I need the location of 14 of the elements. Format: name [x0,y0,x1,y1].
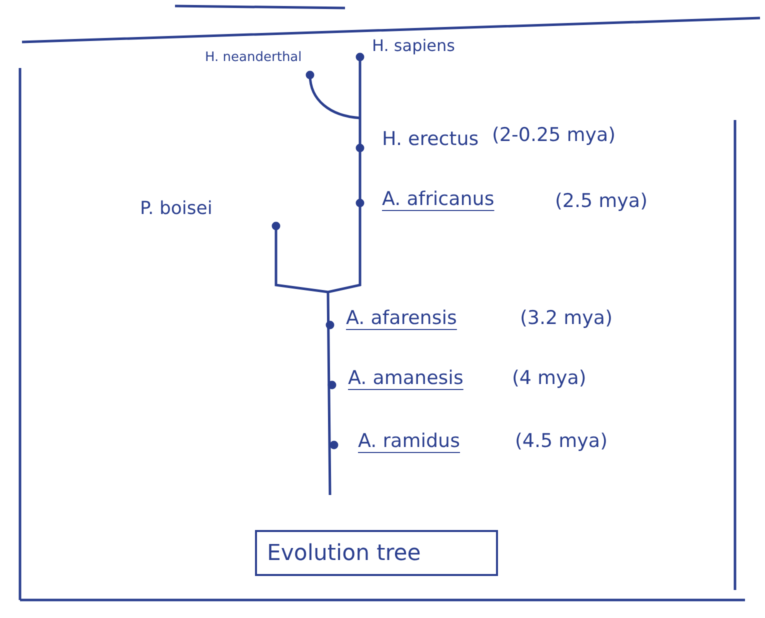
species-label: (4.5 mya) [515,430,608,452]
species-label: P. boisei [140,198,212,219]
species-label: A. afarensis [346,307,457,329]
species-label: (2.5 mya) [555,190,648,212]
title-box: Evolution tree [255,530,498,576]
species-label: H. sapiens [372,36,455,55]
species-label: A. africanus [382,188,494,210]
species-label: (3.2 mya) [520,307,612,329]
species-label: H. neanderthal [205,50,302,65]
species-label: A. ramidus [358,430,460,452]
species-label: (4 mya) [512,367,586,389]
species-label: H. erectus [382,128,479,150]
species-label: A. amanesis [348,367,464,389]
species-label: (2-0.25 mya) [492,124,616,146]
